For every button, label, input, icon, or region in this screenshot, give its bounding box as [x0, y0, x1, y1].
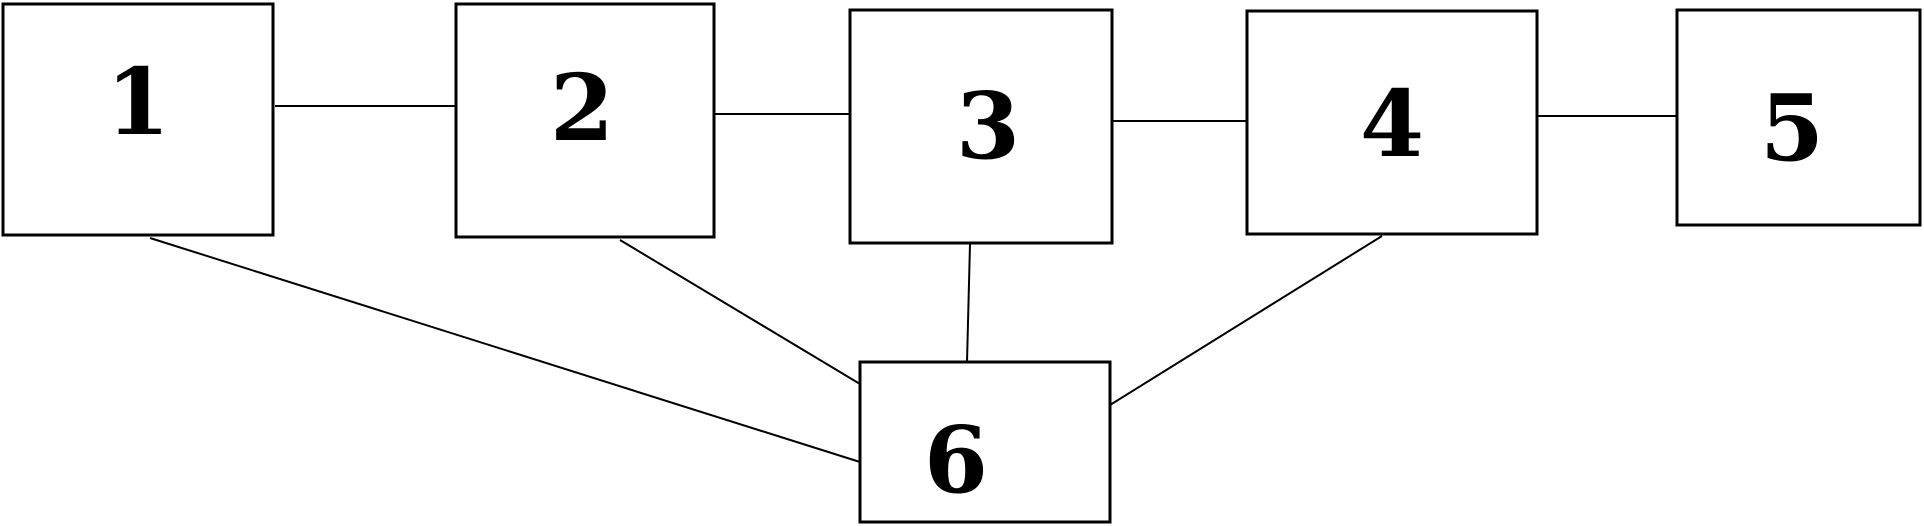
node-5-box [1675, 8, 1922, 227]
node-2-box [454, 2, 716, 239]
node-5-label: 5 [1760, 74, 1824, 182]
node-3-box [848, 8, 1114, 245]
node-4: 4 [1245, 9, 1539, 236]
node-6: 6 [858, 360, 1112, 524]
node-5: 5 [1675, 8, 1922, 227]
connections [149, 105, 1677, 463]
node-1: 1 [1, 2, 275, 237]
node-3: 3 [848, 8, 1114, 245]
node-2-label: 2 [550, 54, 614, 162]
node-4-label: 4 [1360, 70, 1424, 178]
node-6-label: 6 [924, 406, 988, 514]
node-1-box [1, 2, 275, 237]
edge-2-6 [619, 239, 861, 385]
node-2: 2 [454, 2, 716, 239]
node-4-box [1245, 9, 1539, 236]
node-1-label: 1 [106, 48, 170, 156]
edge-3-6 [966, 243, 971, 363]
node-6-box [858, 360, 1112, 524]
edge-1-6 [149, 237, 861, 463]
node-3-label: 3 [956, 72, 1020, 180]
edge-4-6 [1109, 235, 1383, 406]
